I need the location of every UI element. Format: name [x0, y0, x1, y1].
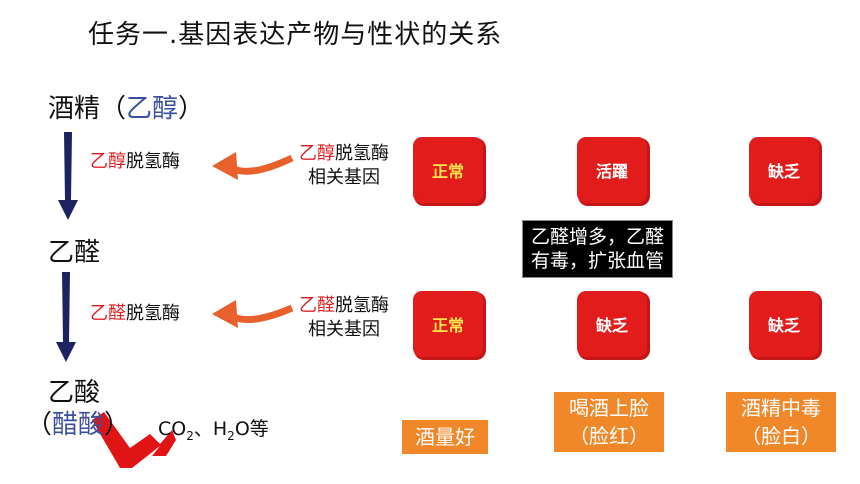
stamp-row1-normal: 正常: [416, 140, 480, 200]
gene-aldh-red: 乙醛: [299, 295, 335, 316]
co-subscript: 2: [186, 428, 194, 443]
enzyme-adh: 乙醇脱氢酶: [90, 150, 180, 174]
gene-adh-red: 乙醇: [299, 143, 335, 164]
enzyme-adh-rest: 脱氢酶: [126, 151, 180, 172]
ethanol-label: 酒精（乙醇）: [48, 88, 204, 125]
gene-aldh-rest: 脱氢酶: [335, 295, 389, 316]
note-line2: 有毒，扩张血管: [531, 250, 665, 272]
paren-prefix: （: [26, 410, 53, 440]
tail-text: O等: [234, 418, 269, 440]
outcome-poison-line1: 酒精中毒: [741, 396, 821, 420]
gene-adh-rest: 脱氢酶: [335, 143, 389, 164]
h-subscript: 2: [227, 428, 235, 443]
enzyme-adh-red: 乙醇: [90, 151, 126, 172]
acetic-acid-label: 乙酸: [48, 378, 101, 408]
note-line1: 乙醛增多，乙醛: [531, 226, 665, 248]
sep-text: 、H: [193, 418, 228, 440]
products-label: CO2、H2O等: [158, 414, 269, 443]
ethanol-prefix: 酒精（: [48, 94, 127, 124]
ethanol-suffix: ）: [178, 94, 205, 124]
co-text: CO: [158, 418, 187, 440]
outcome-flush-line1: 喝酒上脸: [569, 396, 649, 420]
enzyme-aldh-red: 乙醛: [90, 303, 126, 324]
outcome-poison: 酒精中毒 （脸白）: [726, 392, 836, 452]
vinegar-name: 醋酸: [52, 410, 105, 440]
gene-adh-line2: 相关基因: [308, 167, 380, 188]
zigzag-arrow-to-products: [92, 412, 176, 468]
gene-aldh-line1: 乙醛脱氢酶: [282, 294, 406, 318]
arrow-ethanol-to-acetaldehyde: [58, 132, 78, 220]
page-title: 任务一.基因表达产物与性状的关系: [88, 20, 503, 50]
stamp-row2-normal: 正常: [416, 294, 480, 354]
gene-aldh-line2: 相关基因: [308, 319, 380, 340]
outcome-good-tolerance: 酒量好: [402, 420, 488, 454]
stamp-row2-lacking-1: 缺乏: [580, 294, 644, 354]
ethanol-name: 乙醇: [126, 94, 179, 124]
outcome-flush-line2: （脸红）: [569, 424, 649, 448]
stamp-row1-active: 活躍: [580, 140, 644, 200]
note-box: 乙醛增多，乙醛 有毒，扩张血管: [522, 220, 674, 278]
paren-suffix: ）: [104, 410, 131, 440]
enzyme-aldh: 乙醛脱氢酶: [90, 302, 180, 326]
outcome-poison-line2: （脸白）: [741, 424, 821, 448]
curve-arrow-gene-to-enzyme-1: [212, 152, 294, 180]
enzyme-aldh-rest: 脱氢酶: [126, 303, 180, 324]
curve-arrow-gene-to-enzyme-2: [212, 300, 294, 328]
stamp-row2-lacking-2: 缺乏: [752, 294, 816, 354]
arrow-acetaldehyde-to-acetic-acid: [56, 272, 76, 362]
gene-adh-line1: 乙醇脱氢酶: [282, 142, 406, 166]
acetaldehyde-label: 乙醛: [48, 238, 101, 268]
stamp-row1-lacking: 缺乏: [752, 140, 816, 200]
outcome-flush: 喝酒上脸 （脸红）: [554, 392, 664, 452]
gene-adh: 乙醇脱氢酶 相关基因: [282, 142, 406, 190]
acetic-acid-paren: （醋酸）: [26, 404, 130, 441]
gene-aldh: 乙醛脱氢酶 相关基因: [282, 294, 406, 342]
